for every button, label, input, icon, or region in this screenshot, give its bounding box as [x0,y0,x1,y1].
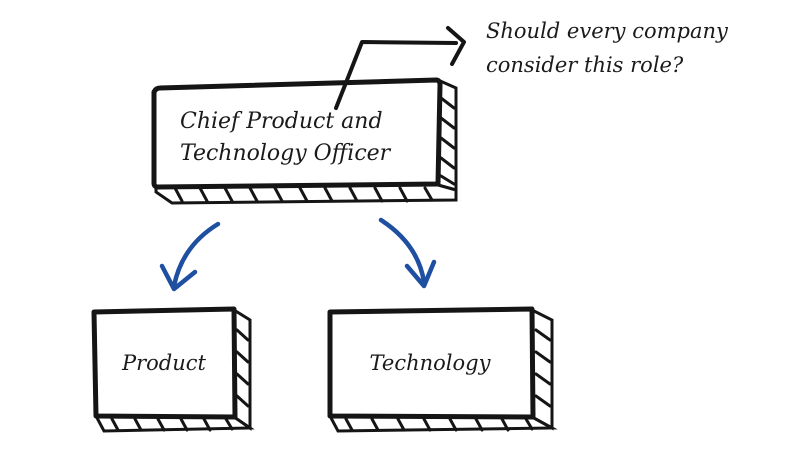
product-box: Product [91,306,255,433]
product-label: Product [121,351,207,375]
callout-arrowhead [446,26,466,66]
annotation-line1: Should every company [486,19,729,43]
technology-box-hatching [344,328,552,432]
arrow-to-product [159,221,221,292]
callout [334,26,466,110]
arrow-to-technology [378,217,437,289]
annotation-line2: consider this role? [486,53,684,77]
root-label-line2: Technology Officer [180,141,392,166]
technology-label: Technology [370,351,492,375]
arrow-to-product-shaft [171,221,221,289]
callout-line [334,40,458,110]
root-box: Chief Product and Technology Officer [151,77,458,205]
arrow-to-product-head [159,263,198,292]
root-label-line1: Chief Product and [180,109,383,134]
product-box-face [91,306,238,420]
technology-box: Technology [327,306,558,433]
root-box-face [151,77,443,190]
arrow-to-technology-shaft [378,217,427,285]
technology-box-face [327,306,536,420]
arrow-to-technology-head [404,259,437,289]
root-box-hatching [173,96,456,203]
product-box-hatching [110,328,250,432]
